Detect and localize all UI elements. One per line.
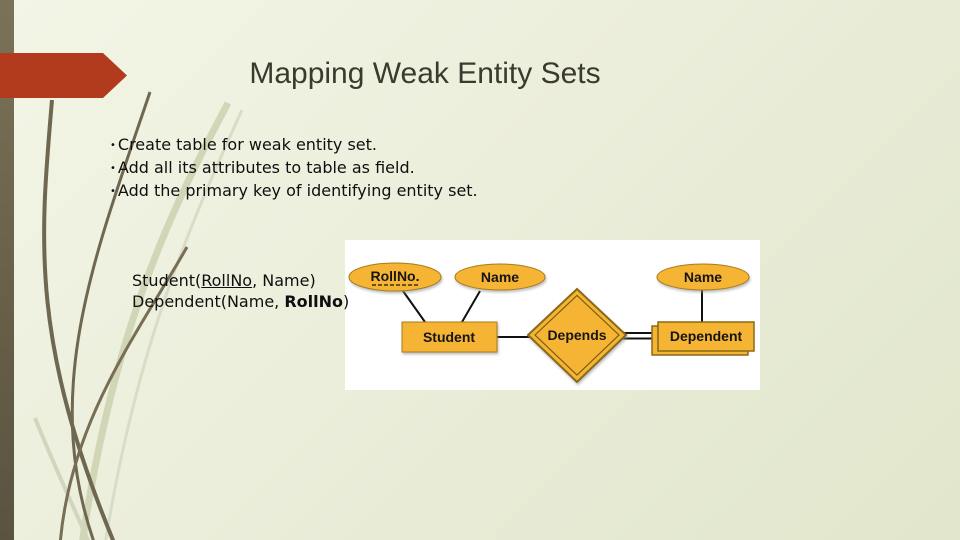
bullet-list: •Create table for weak entity set. •Add … [110,134,478,203]
bullet-marker: • [110,186,116,197]
schema-text: Student(RollNo, Name) Dependent(Name, Ro… [132,270,349,312]
bullet-text: Add the primary key of identifying entit… [117,181,478,200]
student-entity-label: Student [423,329,475,345]
rollno-attribute-oval: RollNo. [348,262,442,292]
schema-primary-key: RollNo [201,271,253,290]
dependent-entity-label: Dependent [670,328,743,344]
schema-run: , Name) [252,271,316,290]
student-name-attribute-label: Name [481,269,519,285]
dependent-name-attribute-oval: Name [656,263,750,291]
connector-rollno-student [402,290,426,323]
bullet-marker: • [110,140,116,151]
bullet-marker: • [110,163,116,174]
bullet-item: •Add all its attributes to table as fiel… [110,157,478,180]
grass-decoration [33,91,244,540]
page-title: Mapping Weak Entity Sets [249,57,601,90]
bullet-item: •Add the primary key of identifying enti… [110,180,478,203]
left-accent-bar [0,0,14,540]
grass-curve-light-short [33,417,91,540]
schema-run: ) [343,292,350,311]
schema-run: Student( [132,271,202,290]
schema-run: Dependent(Name, [132,292,285,311]
grass-curve-dark-2 [70,91,152,540]
inner-diamond-border [534,294,620,376]
depends-relationship-diamond: Depends [526,287,628,384]
red-arrow-shape [0,53,127,98]
dependent-entity-rect: Dependent [651,321,755,356]
depends-relationship-label: Depends [547,327,606,343]
dependent-name-attribute-label: Name [684,269,722,285]
grass-curve-light [79,101,232,540]
connector-name-student [461,290,481,323]
student-entity-rect: Student [401,321,498,353]
bullet-text: Create table for weak entity set. [117,135,378,154]
red-arrow-icon [0,53,127,98]
grass-curve-dark-1 [42,99,116,540]
student-name-attribute-oval: Name [454,263,546,291]
schema-foreign-key: RollNo [284,292,344,311]
bullet-text: Add all its attributes to table as field… [117,158,415,177]
grass-curve-light-thin [104,109,244,540]
bullet-item: •Create table for weak entity set. [110,134,478,157]
grass-curve-dark-3 [59,246,189,540]
schema-line-student: Student(RollNo, Name) [132,270,349,291]
schema-line-dependent: Dependent(Name, RollNo) [132,291,349,312]
dependent-inner-rect [657,321,755,352]
rollno-attribute-label: RollNo. [371,268,420,284]
er-diagram: RollNo. Name Name Student Depends [345,240,760,390]
